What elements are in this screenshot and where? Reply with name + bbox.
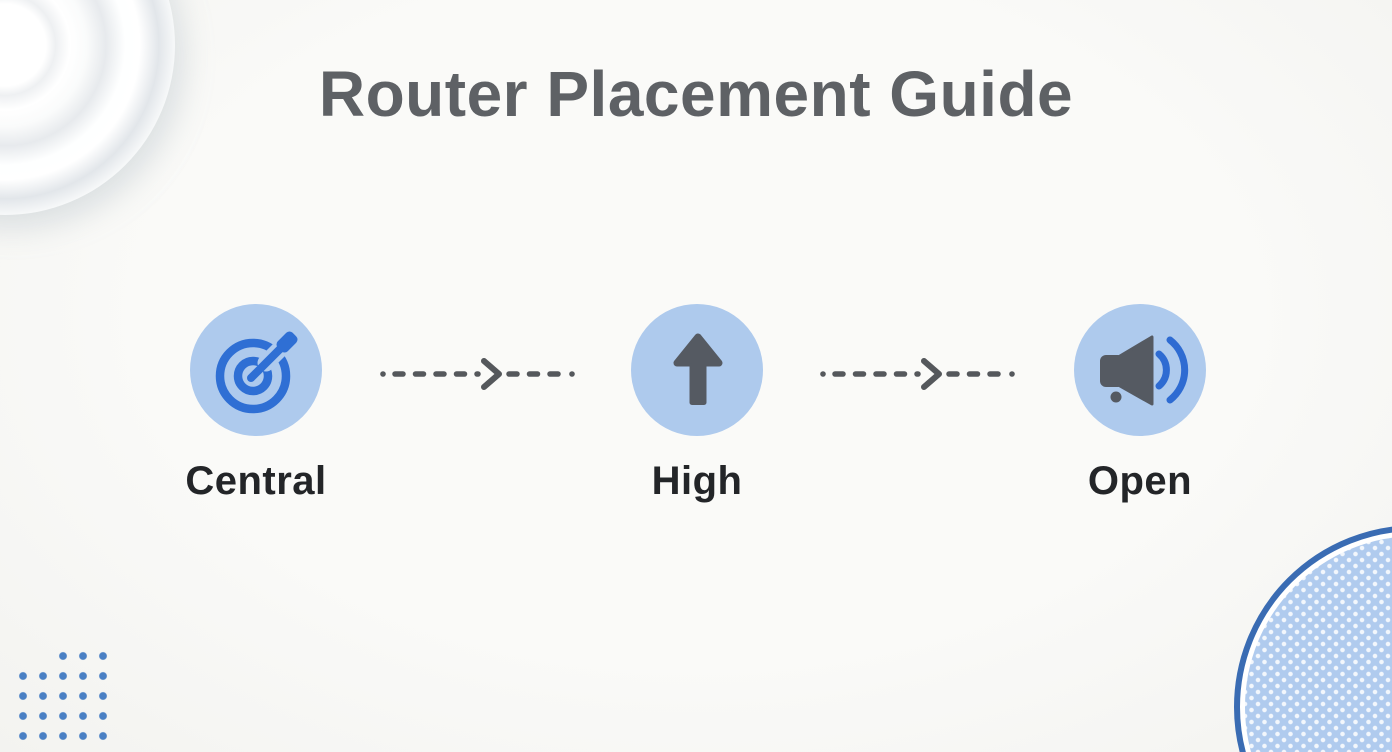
step-circle-high [631,304,763,436]
decorative-dotted-circle [1234,525,1392,752]
decorative-dot-grid-row [53,646,113,666]
decorative-dotted-circle-fill [1245,536,1392,752]
target-dart-icon [215,326,303,414]
speaker-waves-icon [1100,335,1189,406]
dashed-arrow-icon [380,358,575,390]
step-label-open: Open [1087,459,1193,503]
arrow-up-icon [673,333,723,405]
step-circle-central [190,304,322,436]
step-label-high: High [651,459,743,503]
page-title: Router Placement Guide [318,58,1074,130]
step-circle-open [1074,304,1206,436]
dashed-arrow-icon [820,358,1015,390]
step-label-central: Central [185,459,327,503]
decorative-dot-grid [13,666,113,746]
